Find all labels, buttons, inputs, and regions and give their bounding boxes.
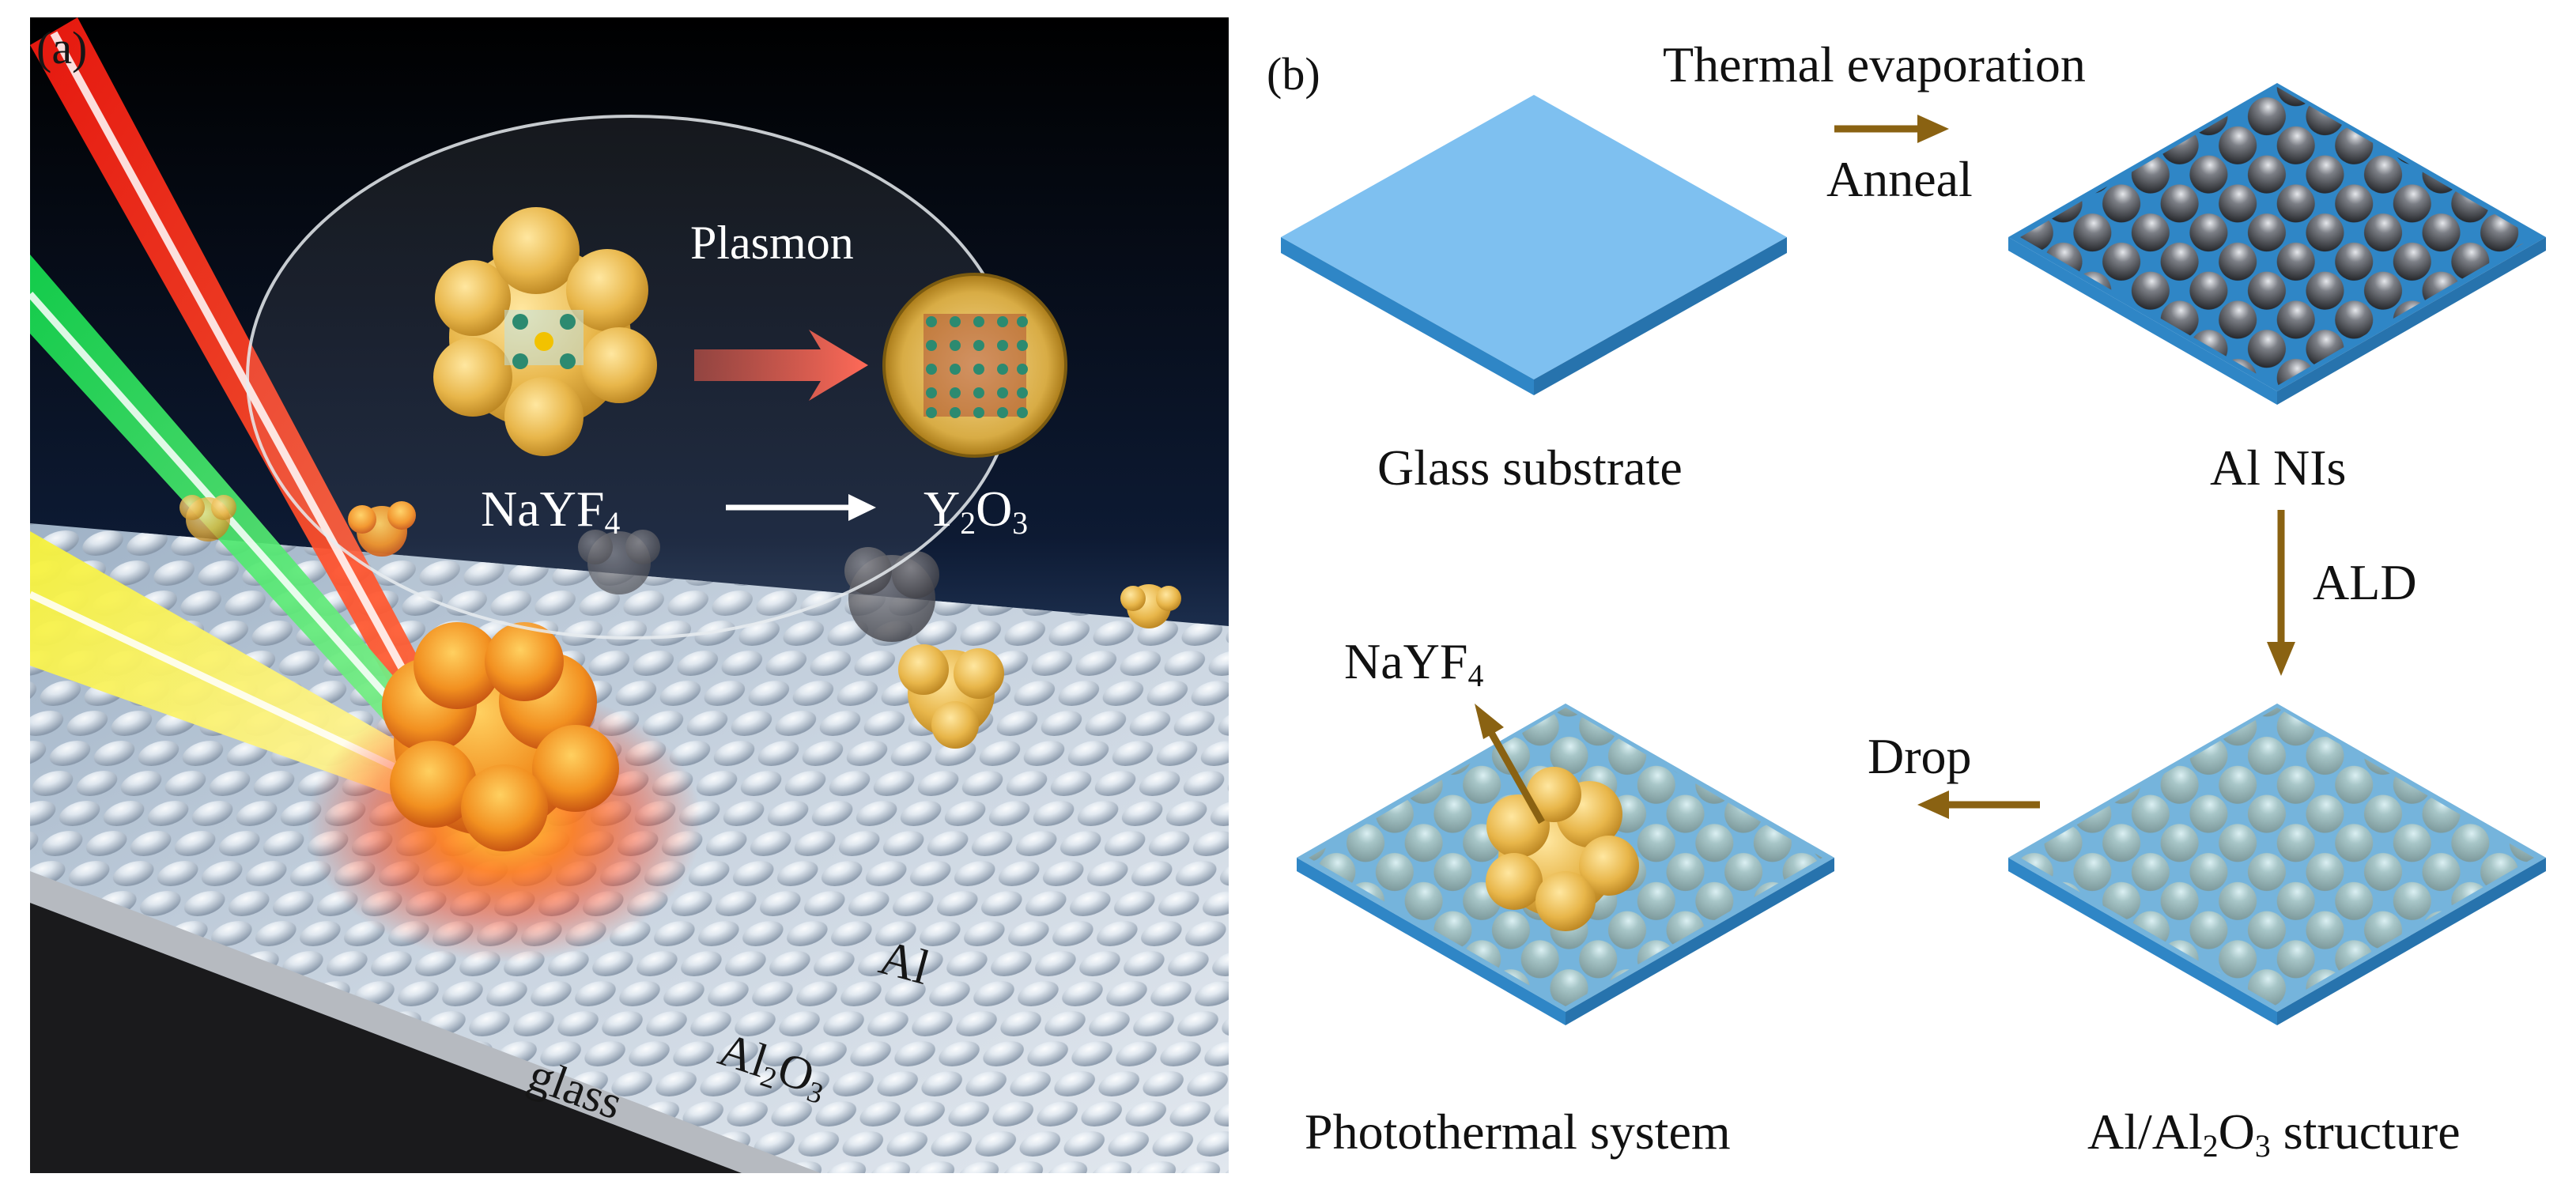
nayf4-nanoparticle xyxy=(433,207,657,456)
al-al2o3-structure-diagram xyxy=(2008,704,2546,1025)
glass-substrate-label: Glass substrate xyxy=(1377,440,1683,496)
nayf4-pointer-arrow xyxy=(1475,704,1545,825)
small-particle-1 xyxy=(179,495,236,542)
y2o3-nanoparticle xyxy=(882,273,1067,458)
glass-edge xyxy=(30,871,821,1173)
nayf4-pointer-label: NaYF4 xyxy=(1344,633,1484,693)
anneal-label: Anneal xyxy=(1826,151,1973,207)
small-particle-6 xyxy=(1120,584,1181,628)
thermal-evaporation-label: Thermal evaporation xyxy=(1663,36,2086,92)
thermal-evaporation-arrow xyxy=(1834,115,1949,143)
red-laser-core xyxy=(50,31,461,771)
ald-arrow xyxy=(2267,510,2295,676)
panel-b-diagram xyxy=(1281,83,2546,1025)
al-al2o3-structure-label: Al/Al2O3 structure xyxy=(2087,1104,2461,1164)
glass-substrate-diagram xyxy=(1281,95,1787,395)
panel-b-label: (b) xyxy=(1267,48,1320,100)
drop-label: Drop xyxy=(1868,728,1972,784)
photothermal-system-diagram xyxy=(1297,704,1834,1025)
nayf4-particle-on-tile xyxy=(1486,767,1639,931)
al-nis-label: Al NIs xyxy=(2210,440,2347,496)
hot-nayf4-particle xyxy=(382,622,619,851)
lower-dark-region xyxy=(30,903,742,1173)
al-nis-diagram xyxy=(2008,83,2546,405)
nayf4-label: NaYF4 xyxy=(481,481,621,541)
photothermal-system-label: Photothermal system xyxy=(1305,1104,1731,1160)
small-particle-2 xyxy=(348,501,416,557)
panel-a-scene xyxy=(30,17,1229,1173)
plasmon-label: Plasmon xyxy=(690,217,854,269)
plasmon-transform-arrow xyxy=(694,330,868,401)
drop-arrow xyxy=(1917,791,2040,819)
small-particle-5 xyxy=(898,644,1004,749)
white-reaction-arrow xyxy=(726,494,876,521)
ald-label: ALD xyxy=(2313,554,2417,610)
panel-a-label: (a) xyxy=(36,22,88,74)
panel-b-process-flow: (b) Thermal evaporation Anneal Glass sub… xyxy=(1249,0,2576,1200)
y2o3-label: Y2O3 xyxy=(924,481,1029,541)
small-particle-3 xyxy=(578,530,660,594)
small-particle-4 xyxy=(844,547,939,642)
panel-a-illustration: (a) Plasmon NaYF4 Y2O3 Al Al2O3 glass xyxy=(30,17,1229,1173)
